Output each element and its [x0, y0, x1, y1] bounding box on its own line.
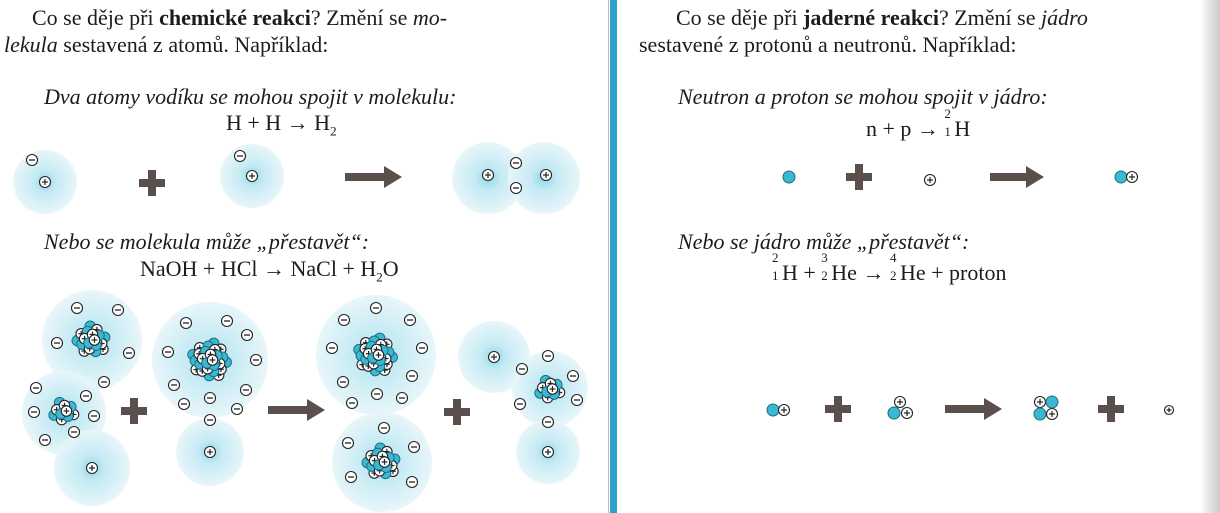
- nucleus-restructure-caption: Nebo se jádro může „přestavět“:: [678, 229, 970, 254]
- plus-sign-icon: [453, 399, 461, 425]
- mass-number: 3: [821, 250, 828, 265]
- equation-subscript: 2: [330, 123, 337, 139]
- intro-italic-term: mo-: [412, 5, 448, 30]
- plus-sign-icon: [130, 398, 138, 424]
- mass-number: 2: [944, 106, 951, 121]
- equation-text: H + H → H: [226, 110, 331, 135]
- neutron-icon: [1045, 395, 1059, 409]
- equation-text: n + p →: [866, 116, 945, 141]
- nucleus-caption: Neutron a proton se mohou spojit v jádro…: [678, 84, 1048, 109]
- reaction-arrow-icon: [268, 406, 309, 414]
- intro-text: ? Změní se: [310, 5, 413, 30]
- reaction-arrow-icon: [984, 398, 1002, 420]
- equation-text: He →: [831, 260, 890, 285]
- intro-bold-term: chemické reakci: [159, 5, 311, 30]
- nuclear-intro-text: Co se děje při jaderné reakci? Změní se …: [639, 4, 1220, 58]
- equation-text: He + proton: [899, 260, 1007, 285]
- restructure-caption: Nebo se molekula může „přestavět“:: [44, 229, 370, 254]
- chemical-reaction-panel: Co se děje při chemické reakci? Změní se…: [0, 0, 609, 513]
- reaction-arrow-icon: [945, 405, 986, 413]
- mass-number: 2: [772, 250, 779, 265]
- column-divider: [610, 0, 617, 513]
- chemical-intro-text: Co se děje při chemické reakci? Změní se…: [4, 4, 592, 58]
- reaction-arrow-icon: [384, 166, 402, 188]
- plus-sign-icon: [1107, 396, 1115, 422]
- neutron-icon: [782, 170, 796, 184]
- intro-italic-term: lekula: [4, 32, 58, 57]
- equation-text: O: [382, 256, 399, 281]
- atomic-number: 2: [821, 268, 828, 283]
- intro-text: sestavená z atomů. Například:: [57, 32, 329, 57]
- intro-italic-term: jádro: [1040, 5, 1088, 30]
- reaction-arrow-icon: [345, 173, 386, 181]
- neutron-icon: [766, 403, 780, 417]
- nuclear-reaction-panel: Co se děje při jaderné reakci? Změní se …: [618, 0, 1220, 513]
- neutron-icon: [1114, 170, 1128, 184]
- reaction-arrow-icon: [1026, 166, 1044, 188]
- hydrogen-equation: H + H → H2: [226, 110, 337, 139]
- neutron-icon: [1033, 407, 1047, 421]
- equation-subscript: 2: [376, 269, 383, 285]
- intro-text: sestavené z protonů a neutronů. Napříkla…: [639, 32, 1017, 57]
- atomic-number: 2: [889, 268, 897, 283]
- intro-text: Co se děje při: [32, 5, 160, 30]
- reaction-arrow-icon: [990, 173, 1028, 181]
- intro-bold-term: jaderné reakci: [803, 5, 939, 30]
- neutron-icon: [887, 406, 901, 420]
- intro-text: Co se děje při: [676, 5, 804, 30]
- mass-number: 4: [889, 250, 897, 265]
- hydrogen-caption: Dva atomy vodíku se mohou spojit v molek…: [44, 84, 457, 109]
- plus-sign-icon: [855, 164, 863, 190]
- page-edge-shadow: [1200, 0, 1220, 513]
- element-symbol: H: [954, 116, 971, 141]
- atomic-number: 1: [944, 124, 951, 139]
- equation-text: H +: [782, 260, 822, 285]
- equation-text: NaOH + HCl → NaCl + H: [140, 256, 377, 281]
- reaction-arrow-icon: [307, 399, 325, 421]
- plus-sign-icon: [834, 396, 842, 422]
- plus-sign-icon: [148, 170, 156, 196]
- atomic-number: 1: [772, 268, 779, 283]
- intro-text: ? Změní se: [938, 5, 1041, 30]
- naoh-equation: NaOH + HCl → NaCl + H2O: [140, 256, 399, 285]
